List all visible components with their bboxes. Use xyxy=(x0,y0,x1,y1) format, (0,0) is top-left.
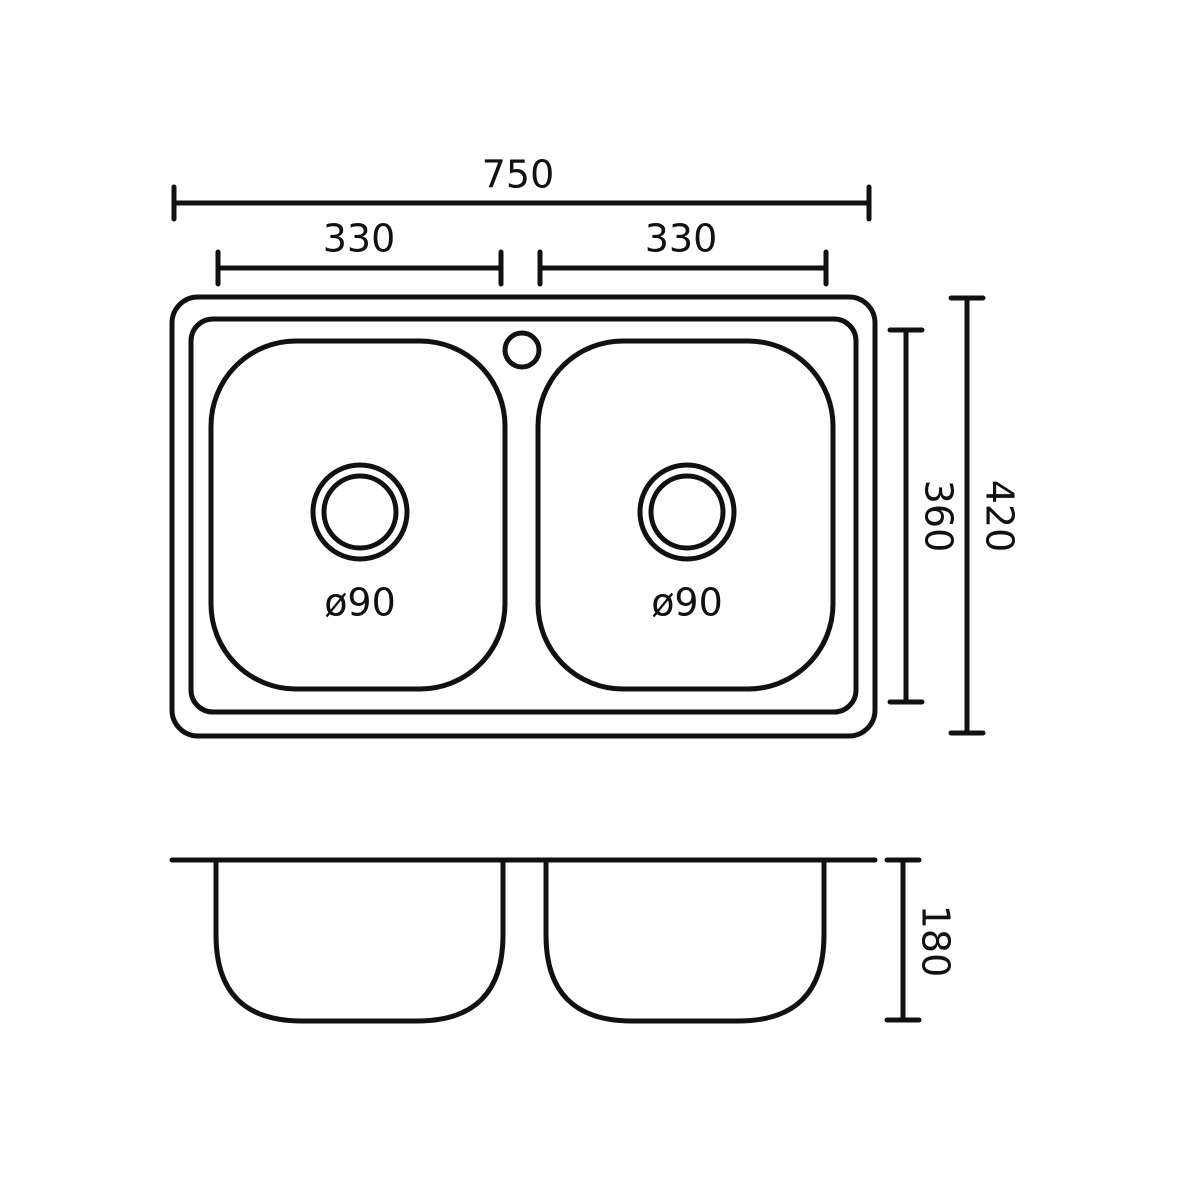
side-view xyxy=(169,857,878,1024)
right-bowl-width-label: 330 xyxy=(645,217,718,261)
right-bowl xyxy=(535,338,836,692)
dim-bowl-height: 180 xyxy=(884,857,958,1023)
tap-hole xyxy=(502,330,542,370)
overall-width-label: 750 xyxy=(482,153,555,197)
dim-inner-depth: 360 xyxy=(887,327,961,705)
left-bowl-profile xyxy=(213,857,506,1024)
left-drain-label: ø90 xyxy=(324,581,396,625)
dim-right-bowl-width: 330 xyxy=(537,217,829,287)
left-bowl-width-label: 330 xyxy=(323,217,396,261)
dim-overall-width: 750 xyxy=(171,153,872,222)
bowl-height-label: 180 xyxy=(914,905,958,978)
right-drain: ø90 xyxy=(637,462,737,625)
left-bowl xyxy=(208,338,508,692)
right-drain-label: ø90 xyxy=(651,581,723,625)
inner-depth-label: 360 xyxy=(917,480,961,553)
left-drain: ø90 xyxy=(310,462,410,625)
right-bowl-profile xyxy=(543,857,827,1024)
sink-outer-rim xyxy=(169,294,878,739)
dim-left-bowl-width: 330 xyxy=(215,217,504,287)
dim-overall-depth: 420 xyxy=(948,295,1022,736)
sink-inner-rim xyxy=(188,316,859,715)
overall-depth-label: 420 xyxy=(978,480,1022,553)
